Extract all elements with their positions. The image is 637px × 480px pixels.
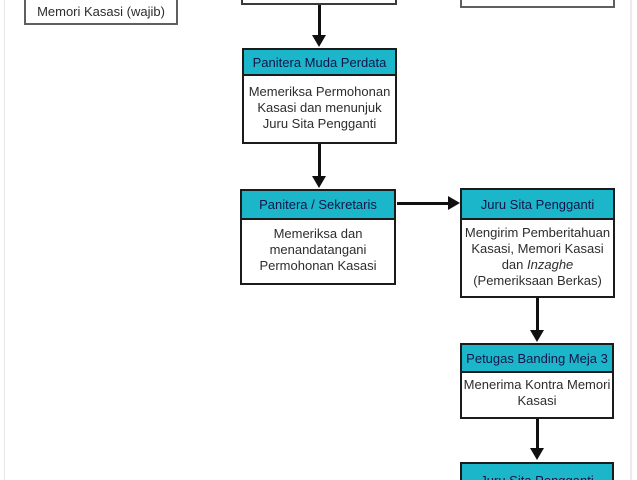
petugas-banding-meja-3-box: Petugas Banding Meja 3 Menerima Kontra M… (460, 343, 614, 419)
arrow-down-2-stem (318, 144, 321, 176)
juru-sita-pengganti-bottom-header: Juru Sita Pengganti (462, 464, 612, 480)
arrow-down-1-stem (318, 5, 321, 36)
juru-sita-pengganti-bottom-box: Juru Sita Pengganti (460, 462, 614, 480)
arrow-down-2-head (312, 176, 326, 188)
body-line-prefix: dan (501, 257, 528, 272)
panitera-sekretaris-box: Panitera / Sekretaris Memeriksa dan mena… (240, 189, 396, 285)
arrow-down-3-stem (536, 298, 539, 330)
body-line: Memeriksa dan (273, 226, 363, 241)
body-line: Menerima Kontra Memori (463, 377, 611, 392)
page-edge-line-right (630, 0, 632, 480)
memori-kasasi-label: Memori Kasasi (wajib) (37, 4, 165, 19)
body-line: Kasasi (517, 393, 557, 408)
arrow-down-4-head (530, 448, 544, 460)
panitera-muda-perdata-box: Panitera Muda Perdata Memeriksa Permohon… (242, 48, 397, 144)
arrow-down-3-head (530, 330, 544, 342)
body-line-italic-word: Inzaghe (527, 257, 574, 272)
panitera-sekretaris-header: Panitera / Sekretaris (242, 191, 394, 220)
arrow-down-1-head (312, 35, 326, 47)
panitera-sekretaris-body: Memeriksa dan menandatangani Permohonan … (242, 220, 394, 274)
body-line: (Pemeriksaan Berkas) (473, 273, 602, 288)
body-line: Juru Sita Pengganti (262, 116, 377, 131)
page-edge-line-left (4, 0, 5, 480)
body-line: Permohonan Kasasi (259, 258, 377, 273)
body-line: Kasasi, Memori Kasasi (471, 241, 604, 256)
arrow-right-head (448, 196, 460, 210)
petugas-banding-meja-3-body: Menerima Kontra Memori Kasasi (462, 373, 612, 409)
body-line: Memeriksa Permohonan (248, 84, 391, 99)
juru-sita-pengganti-kirim-header: Juru Sita Pengganti (462, 190, 613, 220)
body-line: Kasasi dan menunjuk (257, 100, 382, 115)
juru-sita-pengganti-kirim-body: Mengirim Pemberitahuan Kasasi, Memori Ka… (462, 220, 613, 289)
body-line: Mengirim Pemberitahuan (464, 225, 611, 240)
body-line: menandatangani (269, 242, 367, 257)
arrow-right-stem (397, 202, 448, 205)
petugas-banding-meja-3-header: Petugas Banding Meja 3 (462, 345, 612, 373)
arrow-down-4-stem (536, 419, 539, 448)
memori-kasasi-box: Memori Kasasi (wajib) (24, 0, 178, 25)
juru-sita-pengganti-kirim-box: Juru Sita Pengganti Mengirim Pemberitahu… (460, 188, 615, 298)
top-right-box-partial (460, 0, 615, 8)
panitera-muda-perdata-body: Memeriksa Permohonan Kasasi dan menunjuk… (244, 76, 395, 132)
top-center-box-partial (241, 0, 397, 5)
body-line: dan Inzaghe (462, 257, 613, 273)
panitera-muda-perdata-header: Panitera Muda Perdata (244, 50, 395, 76)
